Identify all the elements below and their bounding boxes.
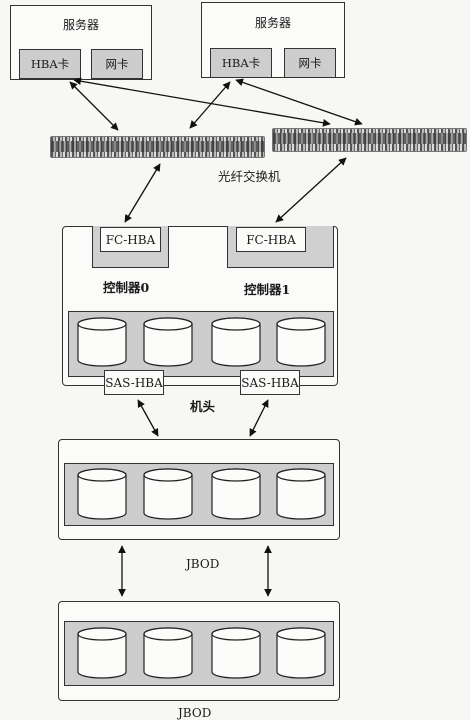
- server-0-hba-card: HBA卡: [19, 49, 81, 79]
- jbod-1-disk-1: [143, 627, 193, 679]
- server-1-nic-card: 网卡: [284, 48, 336, 78]
- server-0-nic-card: 网卡: [91, 49, 143, 79]
- controller-1-fc-hba: FC-HBA: [236, 227, 306, 252]
- jbod-0-disk-1: [143, 468, 193, 520]
- link-sas1-jbod0: [249, 399, 269, 437]
- server-0: 服务器 HBA卡 网卡: [10, 5, 152, 80]
- jbod-1-disk-0: [77, 627, 127, 679]
- switch-label: 光纤交换机: [218, 169, 281, 184]
- link-server1-switch0: [189, 81, 231, 129]
- controller-1-label: 控制器1: [244, 282, 291, 297]
- jbod-1-label: JBOD: [178, 706, 212, 720]
- server-1-title: 服务器: [254, 16, 291, 30]
- head-disk-3: [276, 317, 326, 367]
- head-disk-2: [211, 317, 261, 367]
- jbod-0-disk-3: [276, 468, 326, 520]
- jbod-0-disk-2: [211, 468, 261, 520]
- link-switch1-controller1: [275, 157, 347, 223]
- link-switch0-controller0: [124, 163, 161, 223]
- jbod-0-disk-0: [77, 468, 127, 520]
- server-1-hba-card: HBA卡: [210, 48, 272, 78]
- link-sas0-jbod0: [137, 399, 159, 437]
- link-server1-switch1: [235, 78, 363, 126]
- jbod-1-disk-3: [276, 627, 326, 679]
- sas-hba-1: SAS-HBA: [240, 370, 300, 395]
- controller-0-label: 控制器0: [103, 280, 150, 295]
- controller-0-fc-hba: FC-HBA: [100, 227, 161, 252]
- link-server0-switch1: [73, 77, 331, 127]
- jbod-1-disk-2: [211, 627, 261, 679]
- jbod-0-label: JBOD: [186, 557, 220, 571]
- head-label: 机头: [190, 399, 216, 414]
- sas-hba-0: SAS-HBA: [104, 370, 164, 395]
- head-disk-1: [143, 317, 193, 367]
- fc-switch-1: [272, 128, 467, 152]
- link-server0-switch0: [69, 81, 119, 131]
- head-disk-0: [77, 317, 127, 367]
- fc-switch-0: [50, 136, 265, 158]
- server-0-title: 服务器: [62, 18, 99, 32]
